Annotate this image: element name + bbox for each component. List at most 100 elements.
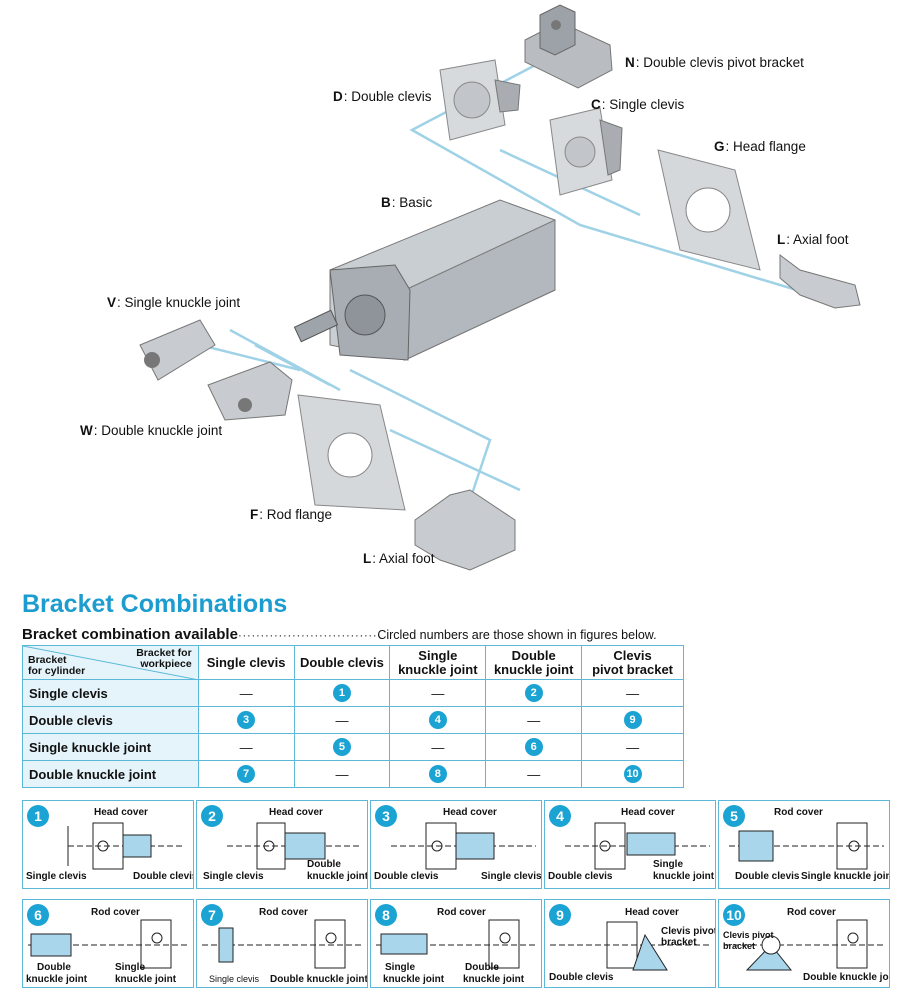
figure-panel-10: 10 Rod cover Clevis pivot bracket Double… [718,899,890,988]
table-cell: — [293,706,391,734]
figure-label: Double [37,962,71,973]
figure-4-drawing [565,822,710,870]
table-cell: 8 [389,760,487,788]
col-header: Single clevis [197,645,295,680]
table-cell: — [581,733,684,761]
figure-number: 6 [27,904,49,926]
head-flange-image [657,149,761,271]
figure-9-drawing [550,921,710,971]
figure-label: Single clevis [203,871,264,882]
figure-label: Rod cover [787,907,836,918]
figure-label: knuckle joint [383,974,445,985]
figure-label: Head cover [94,807,148,818]
double-clevis-image [439,59,521,141]
figure-panel-5: 5 Rod cover Double clevis Single knuckle… [718,800,890,889]
table-cell: — [485,706,583,734]
figure-number: 2 [201,805,223,827]
dots-leader: ······························· [237,628,378,642]
exploded-diagram [139,4,861,571]
figure-label: Double [307,859,341,870]
figure-label: bracket [661,937,697,948]
label-n: N: Double clevis pivot bracket [625,55,804,70]
label-d: D: Double clevis [333,89,432,104]
figure-label: Head cover [625,907,679,918]
label-l-bottom: L: Axial foot [363,551,435,566]
figure-1-drawing [67,822,183,870]
table-row: Double knuckle joint 7 — 8 — 10 [22,760,684,788]
figure-label: Head cover [621,807,675,818]
table-cell: 3 [197,706,295,734]
figure-7-drawing [202,919,362,969]
label-v: V: Single knuckle joint [107,295,241,310]
figure-label: Double clevis [548,871,613,882]
figure-3-drawing [391,822,536,870]
figure-6-drawing [28,919,188,969]
table-cell: 5 [293,733,391,761]
figure-label: Single clevis [26,871,87,882]
figure-number: 9 [549,904,571,926]
figure-label: bracket [723,941,756,951]
table-cell: 6 [485,733,583,761]
row-header: Double clevis [22,706,199,734]
label-c: C: Single clevis [591,97,685,112]
single-knuckle-joint-image [139,319,216,381]
table-row: Single clevis — 1 — 2 — [22,679,684,707]
section-subtitle: Bracket combination available···········… [22,626,657,643]
figure-label: Single [115,962,146,973]
figure-panel-4: 4 Head cover Double clevis Single knuckl… [544,800,716,889]
subtitle-note: Circled numbers are those shown in figur… [377,628,657,642]
figure-label: knuckle joint [115,974,177,985]
figure-5-drawing [729,822,884,870]
table-cell: 2 [485,679,583,707]
label-l-top: L: Axial foot [777,232,849,247]
label-w: W: Double knuckle joint [80,423,223,438]
table-cell: 7 [197,760,295,788]
figure-label: Rod cover [774,807,823,818]
corner-diagonal [23,646,199,680]
figure-label: Double [465,962,499,973]
figure-number: 8 [375,904,397,926]
figure-panel-1: 1 Head cover Single clevis Double clevis [22,800,194,889]
table-cell: — [389,679,487,707]
figure-label: Double clevis [549,972,614,983]
col-header: Double clevis [293,645,391,680]
figure-label: Clevis pivot [723,930,774,940]
table-cell: 10 [581,760,684,788]
figure-panel-7: 7 Rod cover Single clevis Double knuckle… [196,899,368,988]
figure-label: Head cover [269,807,323,818]
figure-number: 5 [723,805,745,827]
figure-10-drawing [724,919,884,971]
single-clevis-image [549,107,623,196]
table-cell: 9 [581,706,684,734]
figure-number: 4 [549,805,571,827]
figure-number: 3 [375,805,397,827]
figure-panel-2: 2 Head cover Single clevis Double knuckl… [196,800,368,889]
figure-label: Single [653,859,684,870]
row-header: Single clevis [22,679,199,707]
section-title: Bracket Combinations [22,590,288,618]
table-cell: — [389,733,487,761]
figure-number: 1 [27,805,49,827]
figure-label: Head cover [443,807,497,818]
figure-2-drawing [227,822,362,870]
figure-number: 7 [201,904,223,926]
figure-label: knuckle joint [653,871,715,882]
figure-label: Rod cover [259,907,308,918]
basic-cylinder-image [293,199,556,361]
table-row: Double clevis 3 — 4 — 9 [22,706,684,734]
figure-label: Double clevis [133,871,194,882]
figure-label: Single clevis [481,871,542,882]
figure-label: Single knuckle joint [801,871,890,882]
label-f: F: Rod flange [250,507,333,522]
table-cell: 4 [389,706,487,734]
figure-label: Clevis pivot [661,926,716,937]
figure-number: 10 [723,904,745,926]
figure-label: Single [385,962,416,973]
table-cell: — [197,679,295,707]
figure-label: Double clevis [735,871,800,882]
